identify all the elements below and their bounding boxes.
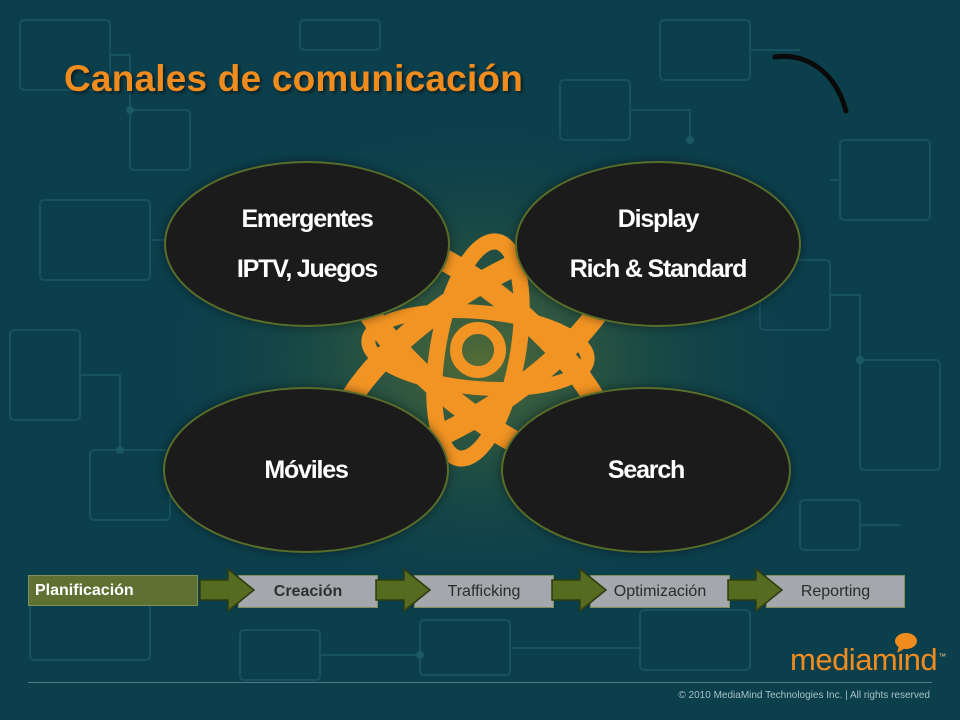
channel-display: Display Rich & Standard [515,161,801,327]
channel-emergentes-title: Emergentes [241,205,373,233]
mediamind-logo: mediamind ™ [790,642,946,678]
process-step-reporting: Reporting [766,575,905,608]
channel-search: Search [501,387,791,553]
channel-display-title: Display [617,205,700,233]
logo-text: mediamind [790,642,938,677]
swoosh-decoration [772,53,849,114]
channel-emergentes: Emergentes IPTV, Juegos [164,161,450,327]
slide-title: Canales de comunicación [64,58,524,99]
channel-emergentes-subtitle: IPTV, Juegos [236,255,378,283]
process-step-trafficking: Trafficking [414,575,554,608]
chevron-right-arrow-icon [375,567,432,613]
process-step-creacion: Creación [238,575,378,608]
chevron-right-arrow-icon [199,567,256,613]
speech-bubble-icon [895,633,917,653]
channel-display-subtitle: Rich & Standard [569,255,748,283]
footer-divider [28,682,932,683]
copyright-text: © 2010 MediaMind Technologies Inc. | All… [678,690,930,701]
channel-moviles: Móviles [163,387,449,553]
channel-moviles-title: Móviles [264,456,349,484]
chevron-right-arrow-icon [727,567,784,613]
process-step-optimizacion: Optimización [590,575,730,608]
process-step-planificacion: Planificación [28,575,198,606]
chevron-right-arrow-icon [551,567,608,613]
trademark-mark: ™ [938,652,946,661]
channel-search-title: Search [607,456,685,484]
